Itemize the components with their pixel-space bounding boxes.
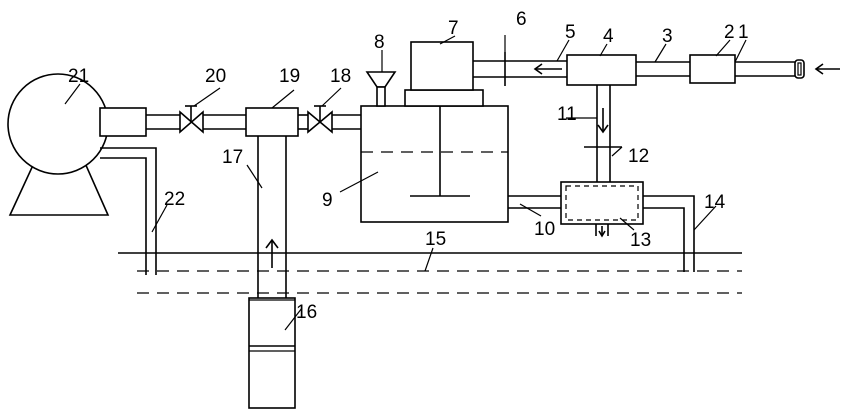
label-4: 4 <box>603 26 614 47</box>
label-15: 15 <box>425 229 446 250</box>
label-14: 14 <box>704 192 726 213</box>
pipe-10 <box>508 196 561 208</box>
label-18: 18 <box>330 66 351 87</box>
valve-20 <box>180 106 203 132</box>
motor-7 <box>405 42 483 106</box>
inlet-pipe <box>473 52 840 86</box>
label-6: 6 <box>516 9 527 30</box>
valve-18 <box>308 106 332 132</box>
label-12: 12 <box>628 146 649 167</box>
label-19: 19 <box>279 66 300 87</box>
label-13: 13 <box>630 230 651 251</box>
tee-19 <box>246 108 298 298</box>
label-1: 1 <box>738 22 749 43</box>
pipe-11 <box>584 85 622 182</box>
label-10: 10 <box>534 219 555 240</box>
label-20: 20 <box>205 66 226 87</box>
tank-9 <box>361 88 508 222</box>
label-16: 16 <box>296 302 317 323</box>
splitter-4 <box>567 55 636 85</box>
filter-2 <box>690 55 735 83</box>
label-5: 5 <box>565 22 576 43</box>
label-21: 21 <box>68 66 89 87</box>
well-16 <box>249 298 295 408</box>
label-9: 9 <box>322 190 333 211</box>
label-22: 22 <box>164 189 185 210</box>
label-7: 7 <box>448 18 459 39</box>
label-11: 11 <box>557 104 577 125</box>
ground-lines <box>118 253 742 293</box>
label-8: 8 <box>374 32 385 53</box>
label-3: 3 <box>662 26 673 47</box>
pump-21 <box>8 74 156 275</box>
hopper-8 <box>367 72 395 106</box>
label-17: 17 <box>222 147 243 168</box>
label-2: 2 <box>724 22 735 43</box>
